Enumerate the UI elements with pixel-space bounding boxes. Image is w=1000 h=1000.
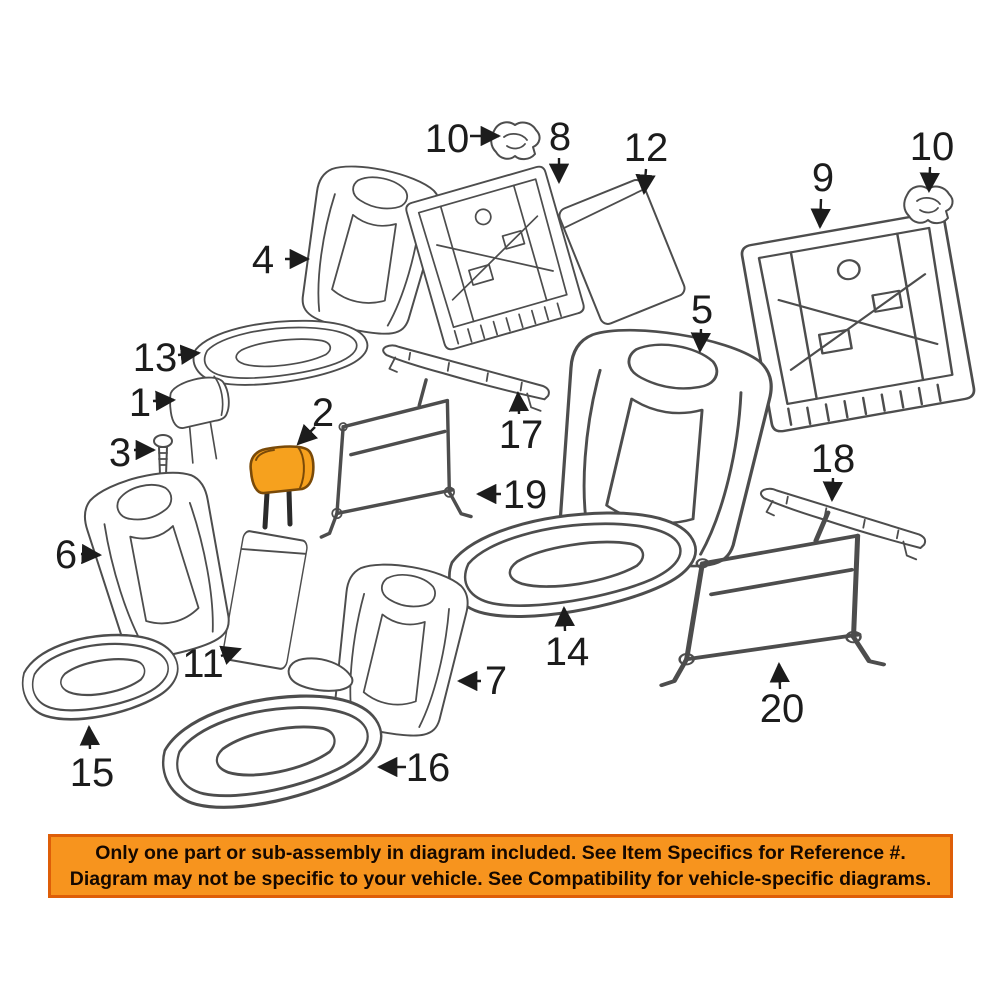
disclaimer-banner: Only one part or sub-assembly in diagram… bbox=[48, 834, 953, 898]
callout-number-5: 5 bbox=[691, 288, 713, 332]
part-15-seat-pan bbox=[17, 627, 184, 726]
callout-number-7: 7 bbox=[485, 659, 507, 703]
callout-number-3: 3 bbox=[109, 431, 131, 475]
callout-number-15: 15 bbox=[70, 751, 115, 795]
callout-arrow-13 bbox=[177, 344, 202, 365]
part-9-seat-back-frame-large bbox=[739, 209, 977, 435]
callout-number-9: 9 bbox=[812, 156, 834, 200]
callout-arrow-15 bbox=[79, 724, 101, 750]
callout-number-8: 8 bbox=[549, 115, 571, 159]
callout-number-16: 16 bbox=[406, 746, 451, 790]
callout-number-13: 13 bbox=[133, 336, 178, 380]
part-1-headrest bbox=[165, 373, 238, 466]
callout-arrow-2 bbox=[296, 423, 319, 446]
callout-number-14: 14 bbox=[545, 630, 590, 674]
part-2-headrest-highlighted bbox=[249, 445, 315, 530]
part-3-screw bbox=[153, 434, 173, 476]
callout-arrow-6 bbox=[80, 543, 103, 565]
callout-arrow-18 bbox=[822, 477, 844, 503]
part-10-bracket-right bbox=[903, 185, 954, 225]
callout-arrow-5 bbox=[690, 328, 712, 354]
callout-number-10: 10 bbox=[910, 125, 955, 169]
callout-number-4: 4 bbox=[252, 238, 274, 282]
callout-arrow-9 bbox=[810, 198, 831, 230]
callout-arrow-10 bbox=[919, 166, 940, 194]
callout-number-17: 17 bbox=[499, 413, 544, 457]
callout-number-19: 19 bbox=[503, 473, 548, 517]
callout-number-2: 2 bbox=[312, 391, 334, 435]
part-17-hinge-bar bbox=[376, 342, 554, 413]
callout-number-20: 20 bbox=[760, 687, 805, 731]
callout-arrow-17 bbox=[508, 390, 530, 415]
part-11-armrest-panel bbox=[220, 529, 310, 671]
part-14-seat-cushion-wide bbox=[442, 501, 703, 627]
callout-arrow-20 bbox=[769, 661, 790, 690]
callout-number-12: 12 bbox=[624, 126, 669, 170]
callout-number-1: 1 bbox=[129, 381, 151, 425]
callout-arrow-12 bbox=[635, 168, 656, 196]
part-10-bracket-left bbox=[490, 121, 541, 161]
part-7-armrest bbox=[287, 657, 354, 692]
callout-number-6: 6 bbox=[55, 533, 77, 577]
callout-number-10: 10 bbox=[425, 117, 470, 161]
callout-number-18: 18 bbox=[811, 437, 856, 481]
callout-arrow-1 bbox=[152, 390, 177, 412]
callout-arrow-11 bbox=[219, 645, 242, 665]
callout-arrow-14 bbox=[554, 605, 575, 632]
callout-number-11: 11 bbox=[182, 642, 224, 686]
disclaimer-line-2: Diagram may not be specific to your vehi… bbox=[69, 868, 932, 890]
disclaimer-line-1: Only one part or sub-assembly in diagram… bbox=[95, 842, 906, 864]
part-16-seat-cushion-foam bbox=[154, 682, 391, 819]
